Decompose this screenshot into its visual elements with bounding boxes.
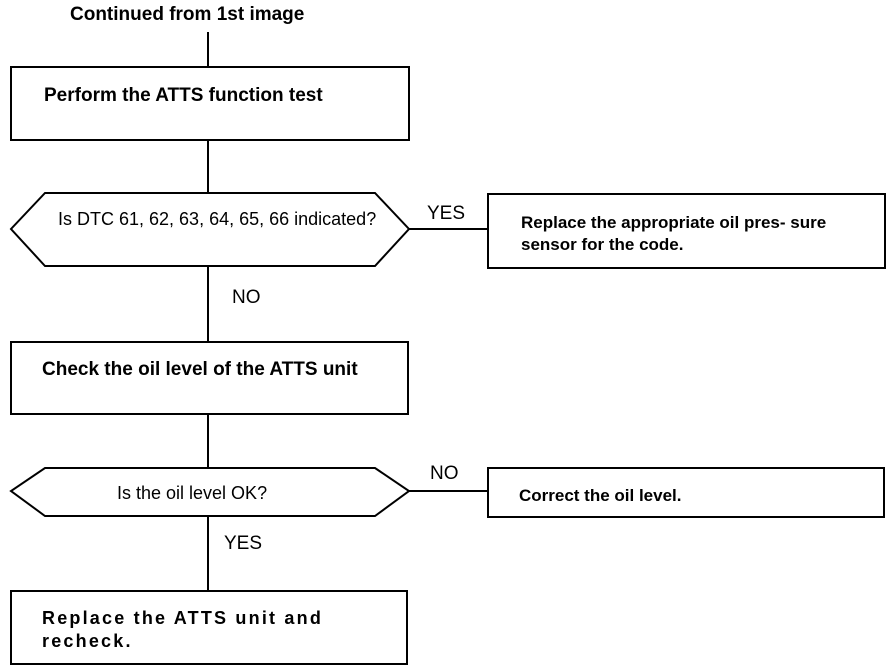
- continued-title: Continued from 1st image: [70, 4, 305, 25]
- decision-diamond-oil: [9, 467, 411, 517]
- step-box-replace-unit: [10, 590, 408, 665]
- decision-text-dtc: Is DTC 61, 62, 63, 64, 65, 66 indicated?: [58, 209, 377, 229]
- branch-label-yes-dtc: YES: [427, 203, 466, 224]
- step-text-replace-unit: Replace the ATTS unit and recheck.: [42, 608, 324, 652]
- branch-label-no-oil: NO: [430, 463, 459, 484]
- step-box-correct-oil: [487, 467, 885, 518]
- step-text-correct-oil: Correct the oil level.: [519, 486, 682, 505]
- decision-diamond-dtc: [9, 192, 411, 267]
- branch-label-yes-oil: YES: [224, 533, 263, 554]
- step-box-perform-test: [10, 66, 410, 141]
- branch-label-no-dtc: NO: [232, 287, 261, 308]
- step-text-check-oil: Check the oil level of the ATTS unit: [42, 359, 358, 380]
- step-text-replace-sensor: Replace the appropriate oil pres- sure s…: [521, 213, 827, 255]
- step-text-perform-test: Perform the ATTS function test: [44, 85, 323, 106]
- step-box-check-oil: [10, 341, 409, 415]
- decision-text-oil: Is the oil level OK?: [117, 483, 268, 503]
- step-box-replace-sensor: [487, 193, 886, 269]
